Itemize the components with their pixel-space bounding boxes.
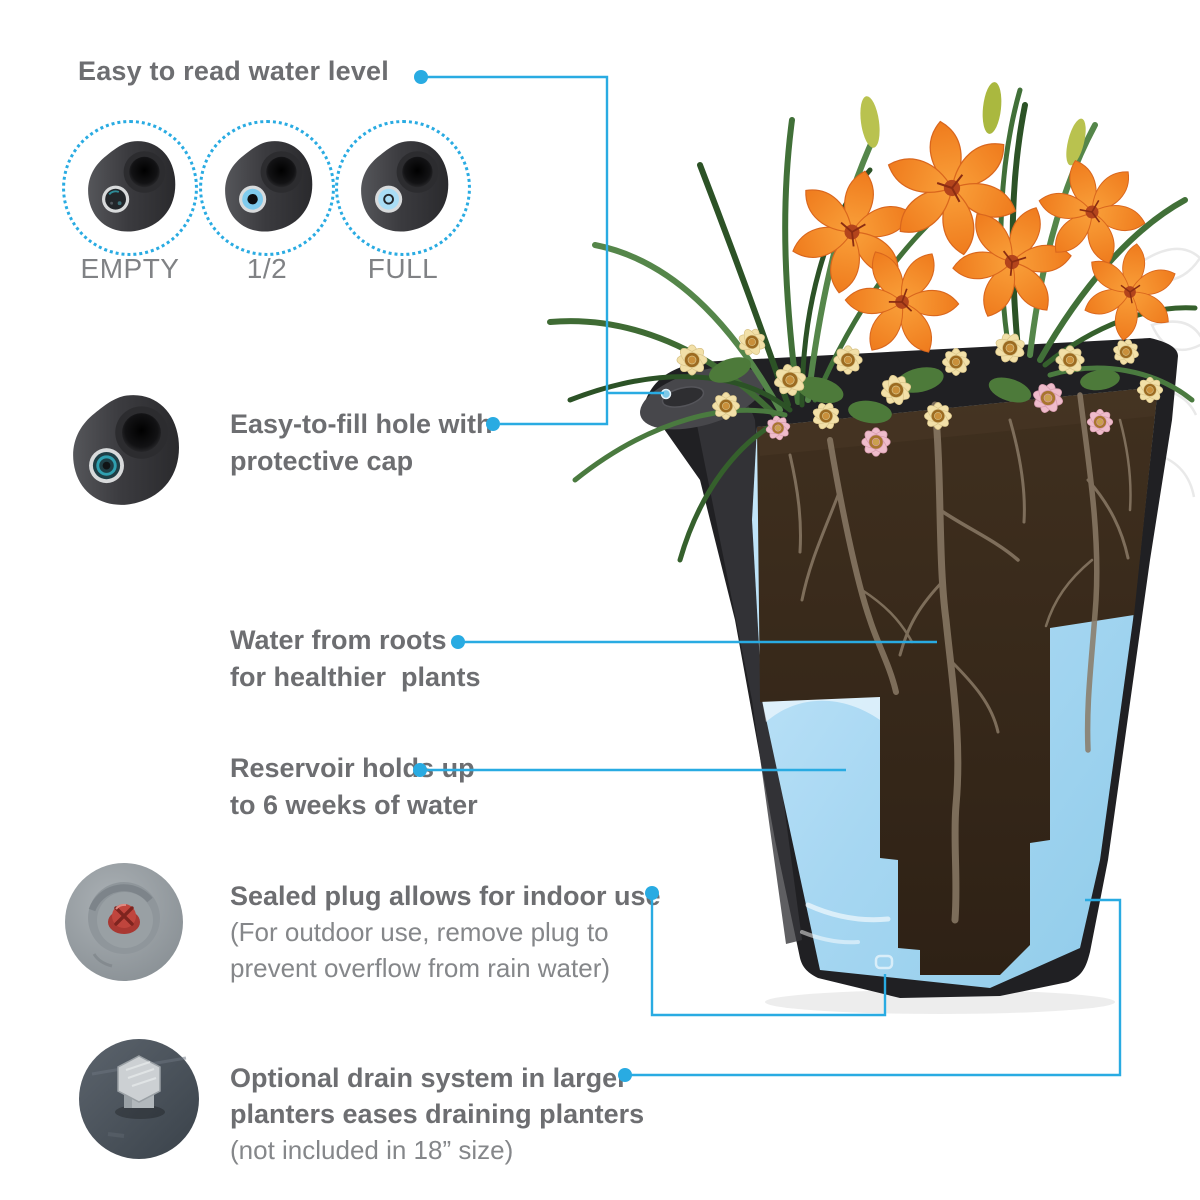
sealed-plug-icon: [65, 863, 183, 981]
drain-bold-1: Optional drain system in larger: [230, 1063, 628, 1093]
lily-cluster: [780, 82, 1184, 378]
daisy-band: [677, 324, 1163, 456]
level-label-full: FULL: [367, 253, 439, 284]
water-level-full-image: [335, 120, 471, 256]
sealed-plug-bold: Sealed plug allows for indoor use: [230, 881, 661, 911]
level-label-half: 1/2: [246, 253, 288, 284]
drain-text: Optional drain system in larger planters…: [230, 1060, 644, 1168]
reservoir-line-2: to 6 weeks of water: [230, 790, 478, 820]
roots-text: Water from roots for healthier plants: [230, 622, 481, 696]
fill-cap-gauge: [660, 388, 672, 400]
planter-corner-full-icon: [361, 141, 449, 232]
planter-wall-highlight: [690, 385, 802, 944]
sealed-plug-image: [64, 862, 184, 982]
sealed-plug-text: Sealed plug allows for indoor use (For o…: [230, 878, 661, 986]
soil-cross-section: [757, 387, 1158, 975]
water-level-half-image: [199, 120, 335, 256]
level-label-empty: EMPTY: [80, 253, 180, 284]
sealed-plug-normal-1: (For outdoor use, remove plug to: [230, 917, 609, 947]
sealed-plug-normal-2: prevent overflow from rain water): [230, 953, 611, 983]
drain-bold-2: planters eases draining planters: [230, 1099, 645, 1129]
root-system: [788, 392, 1132, 924]
drain-bolt-icon: [79, 1039, 199, 1159]
planter-cutaway-illustration: [540, 60, 1200, 1020]
roots-line-2: for healthier plants: [230, 662, 481, 692]
fill-hole-line-1: Easy-to-fill hole with: [230, 409, 493, 439]
fill-hole-image: [56, 384, 192, 520]
water-level-heading: Easy to read water level: [78, 56, 389, 86]
roots-line-1: Water from roots: [230, 625, 447, 655]
fill-cap: [661, 386, 705, 408]
fill-hole-line-2: protective cap: [230, 446, 414, 476]
fill-hole-text: Easy-to-fill hole with protective cap: [230, 406, 493, 480]
dot-water-level: [414, 70, 428, 84]
planter-corner-empty-icon: [88, 141, 176, 232]
water-level-empty-image: [62, 120, 198, 256]
fill-hole-corner-icon: [73, 395, 179, 505]
reservoir-text: Reservoir holds up to 6 weeks of water: [230, 750, 478, 824]
reservoir-line-1: Reservoir holds up: [230, 753, 475, 783]
drain-normal: (not included in 18” size): [230, 1135, 514, 1165]
drain-image: [78, 1038, 200, 1160]
planter-corner-half-icon: [225, 141, 313, 232]
